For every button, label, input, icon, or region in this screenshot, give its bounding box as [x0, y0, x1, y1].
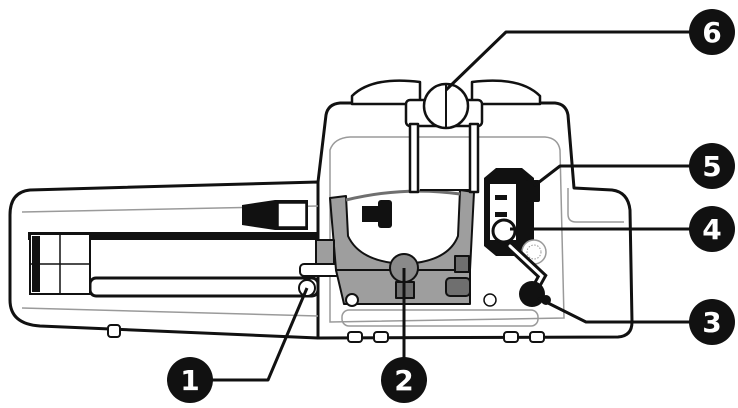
- svg-text:5: 5: [702, 150, 721, 183]
- callout-6: 6: [689, 9, 735, 55]
- svg-text:4: 4: [702, 213, 721, 246]
- callout-5: 5: [689, 143, 735, 189]
- inner-panel: [21, 136, 624, 327]
- syringe-barrel: [242, 200, 392, 230]
- leader-3: [537, 296, 690, 324]
- device-feet: [107, 324, 545, 343]
- callout-4: 4: [689, 206, 735, 252]
- power-cable: [505, 241, 551, 307]
- leader-1: [212, 287, 309, 382]
- svg-text:1: 1: [180, 364, 199, 397]
- svg-text:2: 2: [394, 364, 413, 397]
- carry-handle: [350, 79, 542, 194]
- svg-text:3: 3: [702, 306, 721, 339]
- leader-5: [533, 164, 690, 188]
- callout-1: 1: [167, 357, 213, 403]
- callout-2: 2: [381, 357, 427, 403]
- leader-6: [444, 30, 690, 92]
- callout-3: 3: [689, 299, 735, 345]
- leader-lines: [212, 30, 690, 382]
- svg-text:6: 6: [702, 16, 721, 49]
